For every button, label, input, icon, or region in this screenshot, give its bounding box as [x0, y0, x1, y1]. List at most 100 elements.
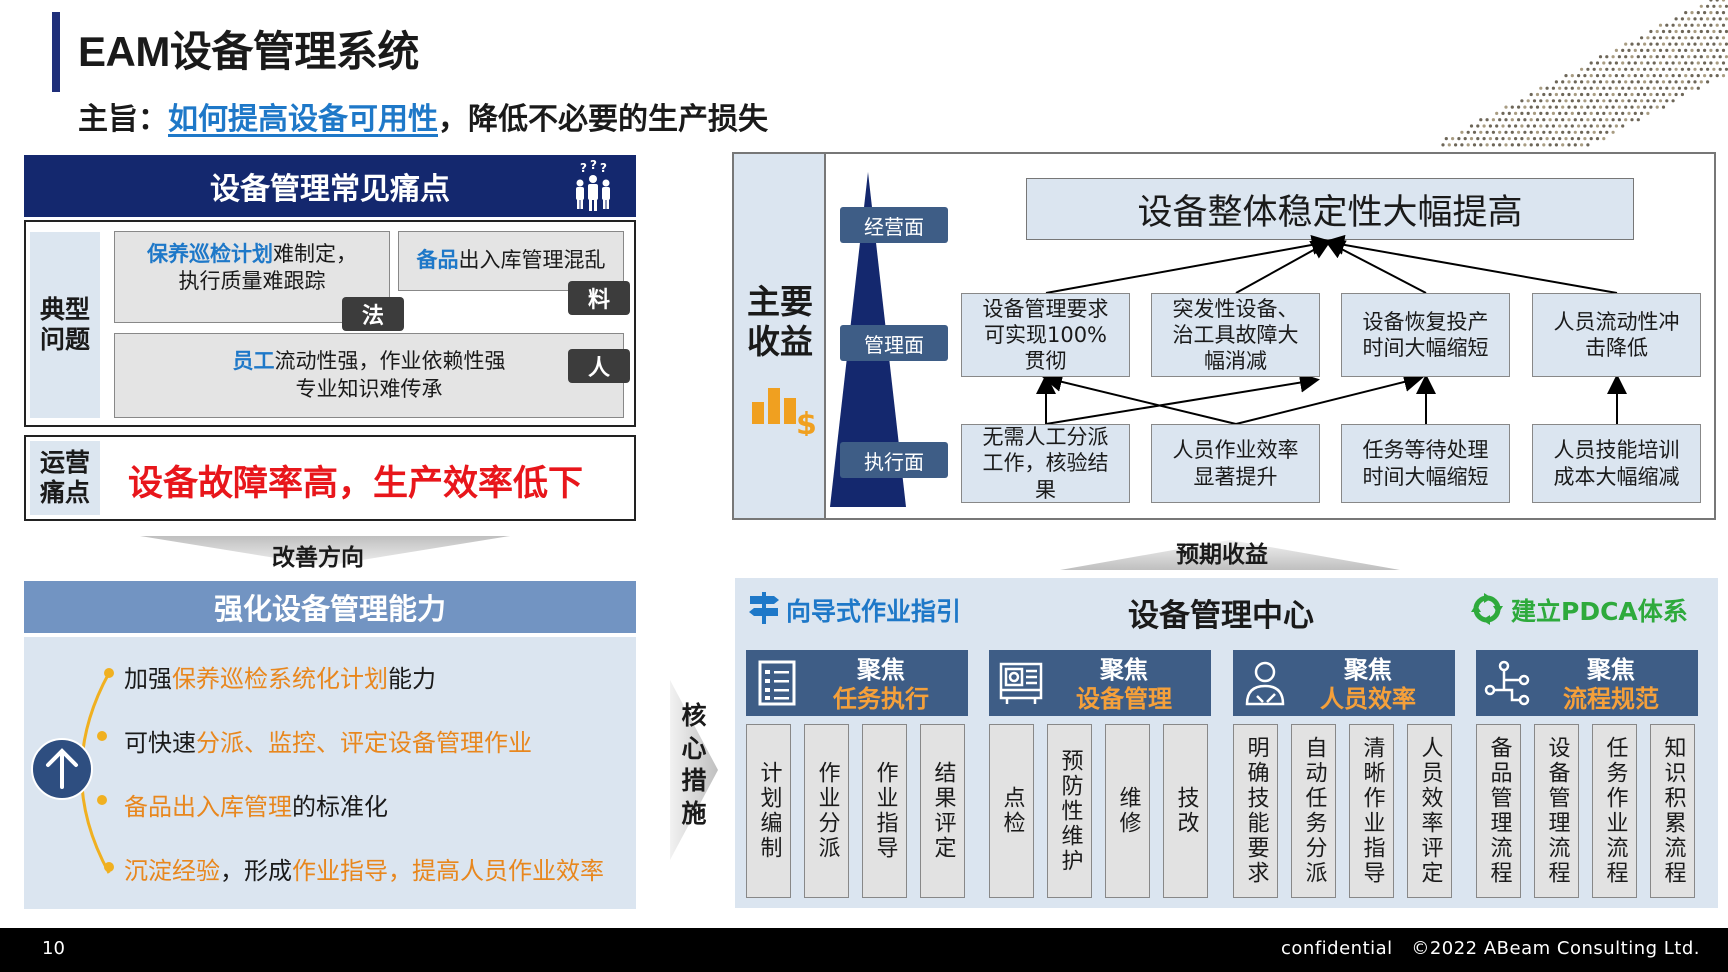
benefit-text: 设备恢复投产 时间大幅缩短 — [1362, 309, 1489, 360]
revenue-chart-icon: $ — [752, 388, 817, 436]
management-benefit: 设备恢复投产 时间大幅缩短 — [1341, 293, 1510, 377]
benefit-text: 人员流动性冲 击降低 — [1553, 309, 1680, 360]
page-number: 10 — [42, 938, 65, 959]
people-question-icon: ? ? ? — [576, 160, 610, 211]
focus-column-item: 维修 — [1105, 724, 1150, 898]
management-benefit: 人员流动性冲 击降低 — [1532, 293, 1701, 377]
issue-emphasis: 保养巡检计划 — [147, 241, 273, 266]
strengthen-curve — [31, 668, 114, 874]
ops-pain-box — [24, 435, 636, 521]
level-management: 管理面 — [840, 325, 948, 361]
issue-text-line2: 专业知识难传承 — [295, 376, 443, 401]
ops-pain-label-text: 运营 痛点 — [39, 448, 90, 507]
item-highlight: 备品出入库管理 — [124, 793, 292, 821]
focus-line2: 流程规范 — [1563, 684, 1659, 713]
item-highlight: 分派、监控、评定设备管理作业 — [196, 729, 532, 757]
page-subtitle: 主旨：如何提高设备可用性，降低不必要的生产损失 — [78, 94, 768, 138]
pain-points-header: 设备管理常见痛点 — [24, 155, 636, 217]
benefits-label: 主要 收益 — [742, 282, 818, 361]
tag-material: 料 — [568, 281, 630, 315]
worker-icon — [1245, 661, 1285, 706]
benefit-text: 人员技能培训 成本大幅缩减 — [1553, 438, 1680, 489]
svg-text:?: ? — [580, 161, 587, 175]
execution-benefit: 人员技能培训 成本大幅缩减 — [1532, 424, 1701, 503]
focus-column-item: 结果评定 — [920, 724, 965, 898]
focus-column-item: 任务作业流程 — [1592, 724, 1637, 898]
issue-emphasis: 员工 — [232, 349, 275, 374]
focus-column-item: 作业分派 — [804, 724, 849, 898]
focus-column-item: 知识积累流程 — [1650, 724, 1695, 898]
typical-issues-label: 典型 问题 — [30, 232, 100, 418]
focus-line2: 人员效率 — [1320, 684, 1416, 713]
subtitle-highlight: 如何提高设备可用性 — [168, 102, 438, 137]
issue-text: 流动性强，作业依赖性强 — [274, 349, 506, 374]
focus-line1: 聚焦 — [1587, 656, 1635, 684]
benefits-label-column — [734, 154, 826, 518]
focus-task-execution: 聚焦任务执行 — [746, 650, 968, 716]
level-business: 经营面 — [840, 207, 948, 243]
benefit-text: 设备管理要求 可实现100% 贯彻 — [982, 296, 1109, 374]
page-title: EAM设备管理系统 — [78, 28, 419, 75]
improve-direction-arrow — [140, 536, 510, 566]
guided-work-label: 向导式作业指引 — [786, 597, 962, 626]
item-text: ，形成 — [220, 857, 292, 885]
issue-emphasis: 备品 — [416, 248, 459, 273]
level-execution: 执行面 — [840, 442, 948, 478]
core-measures-arrow — [670, 680, 718, 860]
equipment-center-title: 设备管理中心 — [1128, 598, 1314, 634]
expected-benefit-arrow — [1060, 540, 1400, 570]
checklist-icon — [758, 660, 796, 706]
ops-pain-text: 设备故障率高，生产效率低下 — [128, 464, 584, 504]
decorative-dots — [1441, 0, 1728, 147]
focus-column-item: 人员效率评定 — [1407, 724, 1452, 898]
focus-column-item: 备品管理流程 — [1476, 724, 1521, 898]
item-highlight: 沉淀经验 — [124, 857, 220, 885]
execution-benefit: 任务等待处理 时间大幅缩短 — [1341, 424, 1510, 503]
strengthen-item: 备品出入库管理的标准化 — [124, 787, 388, 822]
focus-column-item: 作业指导 — [862, 724, 907, 898]
issue-maintenance-plan: 保养巡检计划难制定， 执行质量难跟踪 — [114, 231, 390, 323]
focus-staff-efficiency: 聚焦人员效率 — [1233, 650, 1455, 716]
core-measures-label: 核 心 措 施 — [676, 700, 712, 830]
benefits-label-text: 主要 收益 — [747, 282, 813, 361]
flow-network-icon — [1484, 660, 1530, 706]
management-benefit: 突发性设备、 治工具故障大 幅消减 — [1151, 293, 1320, 377]
focus-equipment-management: 聚焦设备管理 — [989, 650, 1211, 716]
item-highlight: 作业指导，提高人员作业效率 — [292, 857, 604, 885]
benefit-text: 任务等待处理 时间大幅缩短 — [1362, 438, 1489, 489]
strengthen-body — [24, 637, 636, 909]
svg-text:?: ? — [600, 161, 607, 175]
svg-text:$: $ — [796, 407, 817, 436]
footer-bar — [0, 928, 1728, 972]
management-benefit: 设备管理要求 可实现100% 贯彻 — [961, 293, 1130, 377]
benefit-text: 突发性设备、 治工具故障大 幅消减 — [1172, 296, 1299, 374]
title-accent-bar — [52, 12, 60, 92]
improve-direction-label: 改善方向 — [272, 545, 364, 571]
focus-line2: 设备管理 — [1076, 684, 1172, 713]
focus-column-item: 清晰作业指导 — [1349, 724, 1394, 898]
item-text: 可快速 — [124, 729, 196, 757]
focus-column-item: 技改 — [1163, 724, 1208, 898]
item-text: 加强 — [124, 665, 172, 693]
pdca-label: 建立PDCA体系 — [1511, 597, 1688, 626]
issue-text-line2: 执行质量难跟踪 — [178, 269, 326, 293]
benefit-text: 无需人工分派 工作，核验结 果 — [982, 425, 1109, 502]
focus-line1: 聚焦 — [1100, 656, 1148, 684]
focus-column-item: 预防性维护 — [1047, 724, 1092, 898]
pdca-cycle-icon — [1471, 593, 1503, 625]
benefit-text: 人员作业效率 显著提升 — [1172, 438, 1299, 489]
issue-text: 难制定， — [273, 241, 357, 266]
typical-issues-label-text: 典型 问题 — [39, 295, 90, 354]
focus-column-item: 自动任务分派 — [1291, 724, 1336, 898]
issue-staff: 员工流动性强，作业依赖性强专业知识难传承 — [114, 333, 624, 418]
copyright: confidential ©2022 ABeam Consulting Ltd. — [1281, 938, 1700, 959]
focus-column-item: 点检 — [989, 724, 1034, 898]
machine-icon — [999, 662, 1043, 704]
focus-line1: 聚焦 — [1344, 656, 1392, 684]
strengthen-item: 加强保养巡检系统化计划能力 — [124, 659, 436, 694]
focus-line2: 任务执行 — [833, 684, 929, 713]
focus-column-item: 计划编制 — [746, 724, 791, 898]
ops-pain-label: 运营 痛点 — [30, 441, 100, 515]
item-text: 能力 — [388, 665, 436, 693]
strengthen-header: 强化设备管理能力 — [24, 581, 636, 633]
